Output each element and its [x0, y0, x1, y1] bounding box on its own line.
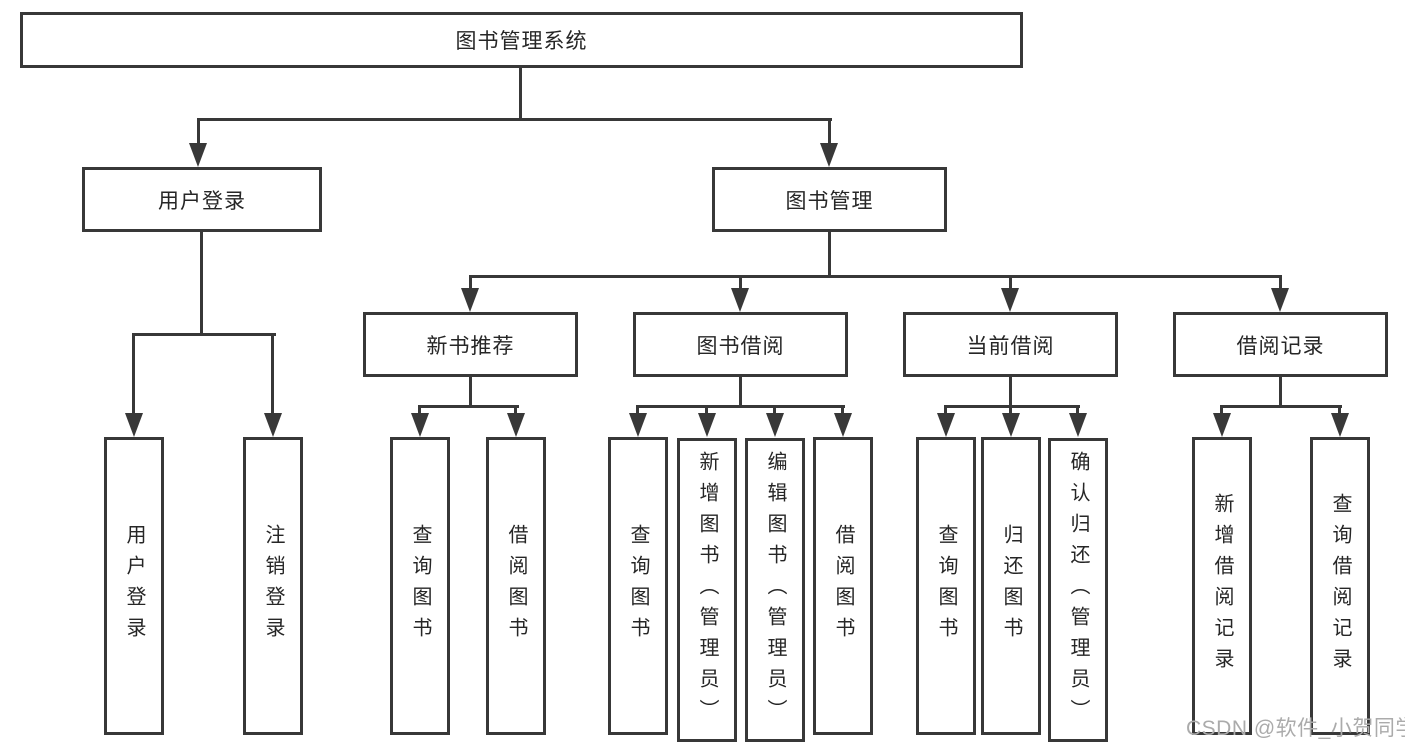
- node-leaf-confirm-return-admin: 确认归还（管理员）: [1048, 438, 1108, 742]
- node-user-login-branch-label: 用户登录: [158, 189, 246, 213]
- connector-book-borrowing-branch: [636, 405, 845, 408]
- arrowhead-to-leaf-borrow-books-2: [834, 413, 852, 437]
- node-book-management: 图书管理: [712, 167, 947, 232]
- arrowhead-to-leaf-query-books-1: [411, 413, 429, 437]
- connector-borrow-records-branch: [1220, 405, 1342, 408]
- node-leaf-user-login: 用户登录: [104, 437, 164, 735]
- node-leaf-return-books: 归还图书: [981, 437, 1041, 735]
- node-leaf-query-books-1-label: 查询图书: [409, 524, 431, 648]
- connector-to-leaf-add-books: [705, 405, 708, 415]
- node-root-label: 图书管理系统: [455, 30, 588, 53]
- node-book-borrowing-label: 图书借阅: [696, 334, 785, 358]
- arrowhead-to-leaf-return-books: [1002, 413, 1020, 437]
- arrowhead-to-leaf-edit-books: [766, 413, 784, 437]
- node-leaf-query-books-3-label: 查询图书: [935, 524, 957, 648]
- arrowhead-to-book-borrowing: [731, 288, 749, 312]
- connector-to-leaf-edit-books: [773, 405, 776, 415]
- node-current-borrowing-label: 当前借阅: [966, 334, 1055, 358]
- arrowhead-to-leaf-add-books: [698, 413, 716, 437]
- node-leaf-logout-label: 注销登录: [262, 524, 284, 648]
- watermark: CSDN @软件_小贺同学: [1186, 717, 1405, 740]
- connector-to-book-management: [828, 118, 831, 144]
- connector-current-borrowing-branch: [944, 405, 1080, 408]
- node-leaf-query-books-1: 查询图书: [390, 437, 450, 735]
- connector-new-book-recommend-stub: [469, 377, 472, 407]
- arrowhead-to-leaf-logout: [264, 413, 282, 437]
- node-user-login-branch: 用户登录: [82, 167, 322, 232]
- connector-to-leaf-query-books-3: [944, 405, 947, 415]
- connector-book-borrowing-stub: [739, 377, 742, 407]
- node-book-borrowing: 图书借阅: [633, 312, 848, 377]
- connector-root-branch: [197, 118, 832, 121]
- node-leaf-add-borrow-record: 新增借阅记录: [1192, 437, 1252, 735]
- node-borrow-records: 借阅记录: [1173, 312, 1388, 377]
- arrowhead-to-book-management: [820, 143, 838, 167]
- connector-book-management-branch: [469, 275, 1282, 278]
- connector-new-book-recommend-branch: [418, 405, 519, 408]
- arrowhead-to-user-login: [189, 143, 207, 167]
- arrowhead-to-leaf-confirm-return: [1069, 413, 1087, 437]
- arrowhead-to-leaf-query-books-2: [629, 413, 647, 437]
- node-leaf-add-books-admin-label: 新增图书（管理员）: [696, 450, 718, 730]
- arrowhead-to-borrow-records: [1271, 288, 1289, 312]
- connector-user-login-stub: [200, 232, 203, 336]
- node-leaf-query-books-2: 查询图书: [608, 437, 668, 735]
- connector-to-leaf-borrow-books-2: [841, 405, 844, 415]
- node-leaf-return-books-label: 归还图书: [1000, 524, 1022, 648]
- node-leaf-edit-books-admin: 编辑图书（管理员）: [745, 438, 805, 742]
- connector-user-login-branch: [132, 333, 276, 336]
- node-leaf-borrow-books-2-label: 借阅图书: [832, 524, 854, 648]
- connector-to-user-login: [197, 118, 200, 144]
- connector-to-leaf-query-books-2: [636, 405, 639, 415]
- connector-to-leaf-user-login: [132, 333, 135, 415]
- connector-book-management-stub: [828, 232, 831, 278]
- arrowhead-to-leaf-query-record: [1331, 413, 1349, 437]
- node-new-book-recommend: 新书推荐: [363, 312, 578, 377]
- arrowhead-to-leaf-query-books-3: [937, 413, 955, 437]
- node-leaf-query-borrow-record: 查询借阅记录: [1310, 437, 1370, 735]
- node-leaf-borrow-books-2: 借阅图书: [813, 437, 873, 735]
- node-leaf-add-books-admin: 新增图书（管理员）: [677, 438, 737, 742]
- connector-to-new-book-recommend: [469, 275, 472, 290]
- connector-to-leaf-query-record: [1338, 405, 1341, 415]
- arrowhead-to-leaf-user-login: [125, 413, 143, 437]
- node-leaf-query-books-3: 查询图书: [916, 437, 976, 735]
- node-leaf-query-books-2-label: 查询图书: [627, 524, 649, 648]
- connector-to-leaf-borrow-books-1: [514, 405, 517, 415]
- arrowhead-to-current-borrowing: [1001, 288, 1019, 312]
- connector-root-stub: [519, 68, 522, 121]
- node-leaf-user-login-label: 用户登录: [123, 524, 145, 648]
- arrowhead-to-leaf-borrow-books-1: [507, 413, 525, 437]
- connector-to-book-borrowing: [739, 275, 742, 290]
- arrowhead-to-leaf-add-record: [1213, 413, 1231, 437]
- node-leaf-borrow-books-1: 借阅图书: [486, 437, 546, 735]
- node-leaf-logout: 注销登录: [243, 437, 303, 735]
- node-leaf-confirm-return-admin-label: 确认归还（管理员）: [1067, 450, 1089, 730]
- node-root: 图书管理系统: [20, 12, 1023, 68]
- connector-to-borrow-records: [1279, 275, 1282, 290]
- connector-to-leaf-return-books: [1009, 405, 1012, 415]
- node-book-management-label: 图书管理: [785, 189, 874, 213]
- connector-to-current-borrowing: [1009, 275, 1012, 290]
- node-leaf-add-borrow-record-label: 新增借阅记录: [1211, 493, 1233, 679]
- node-new-book-recommend-label: 新书推荐: [426, 334, 515, 358]
- connector-current-borrowing-stub: [1009, 377, 1012, 407]
- connector-to-leaf-add-record: [1220, 405, 1223, 415]
- arrowhead-to-new-book-recommend: [461, 288, 479, 312]
- node-current-borrowing: 当前借阅: [903, 312, 1118, 377]
- node-leaf-borrow-books-1-label: 借阅图书: [505, 524, 527, 648]
- connector-to-leaf-confirm-return: [1076, 405, 1079, 415]
- node-leaf-edit-books-admin-label: 编辑图书（管理员）: [764, 450, 786, 730]
- connector-to-leaf-logout: [271, 333, 274, 415]
- connector-borrow-records-stub: [1279, 377, 1282, 407]
- connector-to-leaf-query-books-1: [418, 405, 421, 415]
- node-borrow-records-label: 借阅记录: [1236, 334, 1325, 358]
- node-leaf-query-borrow-record-label: 查询借阅记录: [1329, 493, 1351, 679]
